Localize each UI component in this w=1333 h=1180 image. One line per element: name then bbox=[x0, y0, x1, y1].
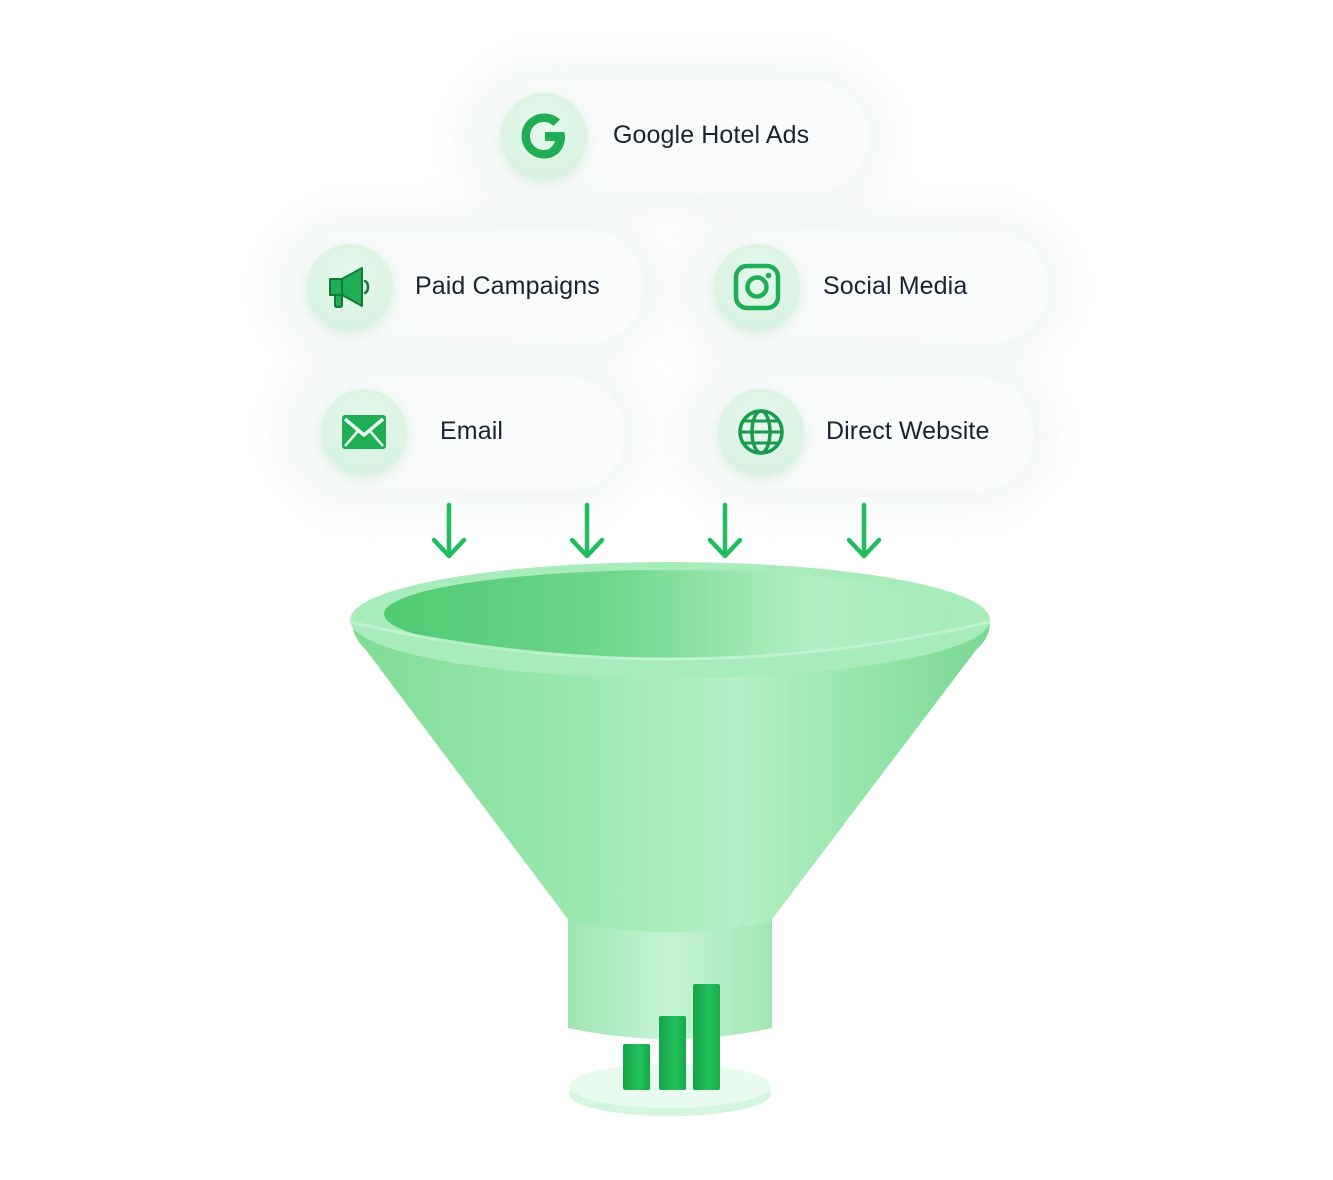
arrow-down-icon bbox=[707, 502, 743, 559]
megaphone-icon bbox=[307, 244, 393, 330]
instagram-icon bbox=[714, 244, 800, 330]
arrow-down-icon bbox=[846, 502, 882, 559]
growth-bars-icon bbox=[623, 984, 720, 1090]
arrow-down-icon bbox=[431, 502, 467, 559]
google-icon bbox=[501, 93, 587, 179]
paid-campaigns-label: Paid Campaigns bbox=[415, 272, 600, 300]
funnel-illustration bbox=[349, 562, 991, 1116]
globe-icon bbox=[718, 389, 804, 475]
social-media-label: Social Media bbox=[823, 272, 968, 300]
email-label: Email bbox=[440, 417, 504, 445]
flow-arrows bbox=[431, 502, 882, 559]
envelope-icon bbox=[321, 389, 407, 475]
arrow-down-icon bbox=[569, 502, 605, 559]
direct-website-label: Direct Website bbox=[826, 417, 990, 445]
google-hotel-ads-label: Google Hotel Ads bbox=[613, 121, 810, 149]
